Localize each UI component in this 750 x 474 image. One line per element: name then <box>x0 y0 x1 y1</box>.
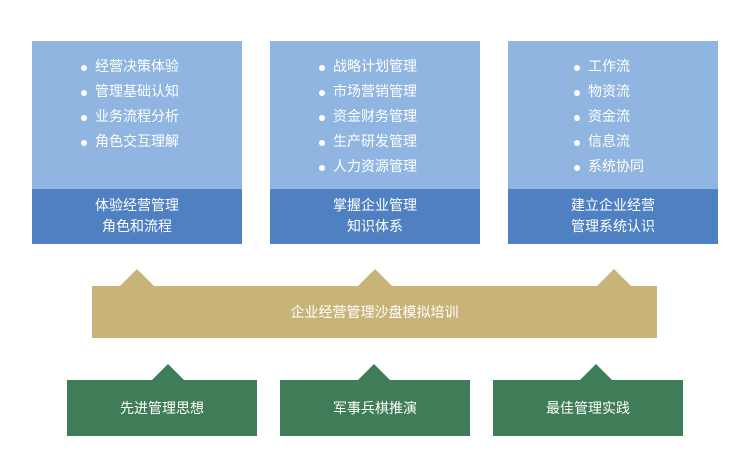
bullet-icon <box>574 164 580 171</box>
list-item: 管理基础认知 <box>32 80 242 105</box>
card-content: 工作流 物资流 资金流 信息流 系统协同 <box>508 41 718 189</box>
list-item: 角色交互理解 <box>32 130 242 155</box>
foundation-box-best-practice: 最佳管理实践 <box>493 380 683 436</box>
list-item-label: 市场营销管理 <box>333 84 417 100</box>
arrow-up-icon <box>597 269 631 286</box>
list-item: 系统协同 <box>508 155 718 180</box>
list-item-label: 战略计划管理 <box>333 59 417 75</box>
list-item: 经营决策体验 <box>32 55 242 80</box>
arrow-up-icon <box>357 364 391 381</box>
bullet-icon <box>319 64 325 71</box>
arrow-up-icon <box>151 364 185 381</box>
list-item-label: 生产研发管理 <box>333 134 417 150</box>
card-title-line1: 体验经营管理 <box>95 197 179 214</box>
bullet-icon <box>574 139 580 146</box>
bullet-list: 工作流 物资流 资金流 信息流 系统协同 <box>508 55 718 180</box>
foundation-label: 军事兵棋推演 <box>333 401 417 417</box>
bullet-icon <box>81 89 87 96</box>
list-item: 工作流 <box>508 55 718 80</box>
foundation-box-management-thought: 先进管理思想 <box>67 380 257 436</box>
bullet-icon <box>574 89 580 96</box>
list-item-label: 角色交互理解 <box>95 134 179 150</box>
list-item: 资金流 <box>508 105 718 130</box>
bullet-list: 战略计划管理 市场营销管理 资金财务管理 生产研发管理 人力资源管理 <box>270 55 480 180</box>
list-item-label: 管理基础认知 <box>95 84 179 100</box>
card-title-line2: 管理系统认识 <box>571 218 655 235</box>
bullet-icon <box>574 114 580 121</box>
list-item: 资金财务管理 <box>270 105 480 130</box>
list-item-label: 物资流 <box>588 84 630 100</box>
bullet-icon <box>319 114 325 121</box>
card-title-line2: 角色和流程 <box>102 218 172 235</box>
bullet-icon <box>574 64 580 71</box>
card-title: 体验经营管理 角色和流程 <box>32 189 242 244</box>
list-item-label: 人力资源管理 <box>333 159 417 175</box>
card-title-line1: 建立企业经营 <box>571 197 655 214</box>
bullet-icon <box>319 89 325 96</box>
foundation-box-wargame: 军事兵棋推演 <box>280 380 470 436</box>
arrow-up-icon <box>120 269 154 286</box>
bullet-list: 经营决策体验 管理基础认知 业务流程分析 角色交互理解 <box>32 55 242 155</box>
card-title: 建立企业经营 管理系统认识 <box>508 189 718 244</box>
training-band: 企业经营管理沙盘模拟培训 <box>92 286 657 338</box>
list-item-label: 业务流程分析 <box>95 109 179 125</box>
list-item: 人力资源管理 <box>270 155 480 180</box>
list-item-label: 信息流 <box>588 134 630 150</box>
bullet-icon <box>319 139 325 146</box>
list-item: 战略计划管理 <box>270 55 480 80</box>
arrow-up-icon <box>358 269 392 286</box>
bullet-icon <box>81 114 87 121</box>
training-band-label: 企业经营管理沙盘模拟培训 <box>290 305 459 321</box>
foundation-label: 最佳管理实践 <box>546 401 630 417</box>
outcome-card-knowledge: 战略计划管理 市场营销管理 资金财务管理 生产研发管理 人力资源管理 掌握企业管… <box>270 41 480 244</box>
foundation-label: 先进管理思想 <box>120 401 204 417</box>
outcome-card-roles: 经营决策体验 管理基础认知 业务流程分析 角色交互理解 体验经营管理 角色和流程 <box>32 41 242 244</box>
list-item-label: 系统协同 <box>588 159 644 175</box>
bullet-icon <box>81 139 87 146</box>
list-item-label: 工作流 <box>588 59 630 75</box>
card-title: 掌握企业管理 知识体系 <box>270 189 480 244</box>
card-title-line2: 知识体系 <box>347 218 403 235</box>
outcome-card-system: 工作流 物资流 资金流 信息流 系统协同 建立企业经营 管理系统认识 <box>508 41 718 244</box>
bullet-icon <box>81 64 87 71</box>
list-item: 生产研发管理 <box>270 130 480 155</box>
list-item-label: 经营决策体验 <box>95 59 179 75</box>
list-item: 业务流程分析 <box>32 105 242 130</box>
arrow-up-icon <box>579 364 613 381</box>
card-content: 战略计划管理 市场营销管理 资金财务管理 生产研发管理 人力资源管理 <box>270 41 480 189</box>
list-item: 物资流 <box>508 80 718 105</box>
list-item: 信息流 <box>508 130 718 155</box>
card-content: 经营决策体验 管理基础认知 业务流程分析 角色交互理解 <box>32 41 242 189</box>
bullet-icon <box>319 164 325 171</box>
list-item-label: 资金流 <box>588 109 630 125</box>
list-item-label: 资金财务管理 <box>333 109 417 125</box>
list-item: 市场营销管理 <box>270 80 480 105</box>
card-title-line1: 掌握企业管理 <box>333 197 417 214</box>
